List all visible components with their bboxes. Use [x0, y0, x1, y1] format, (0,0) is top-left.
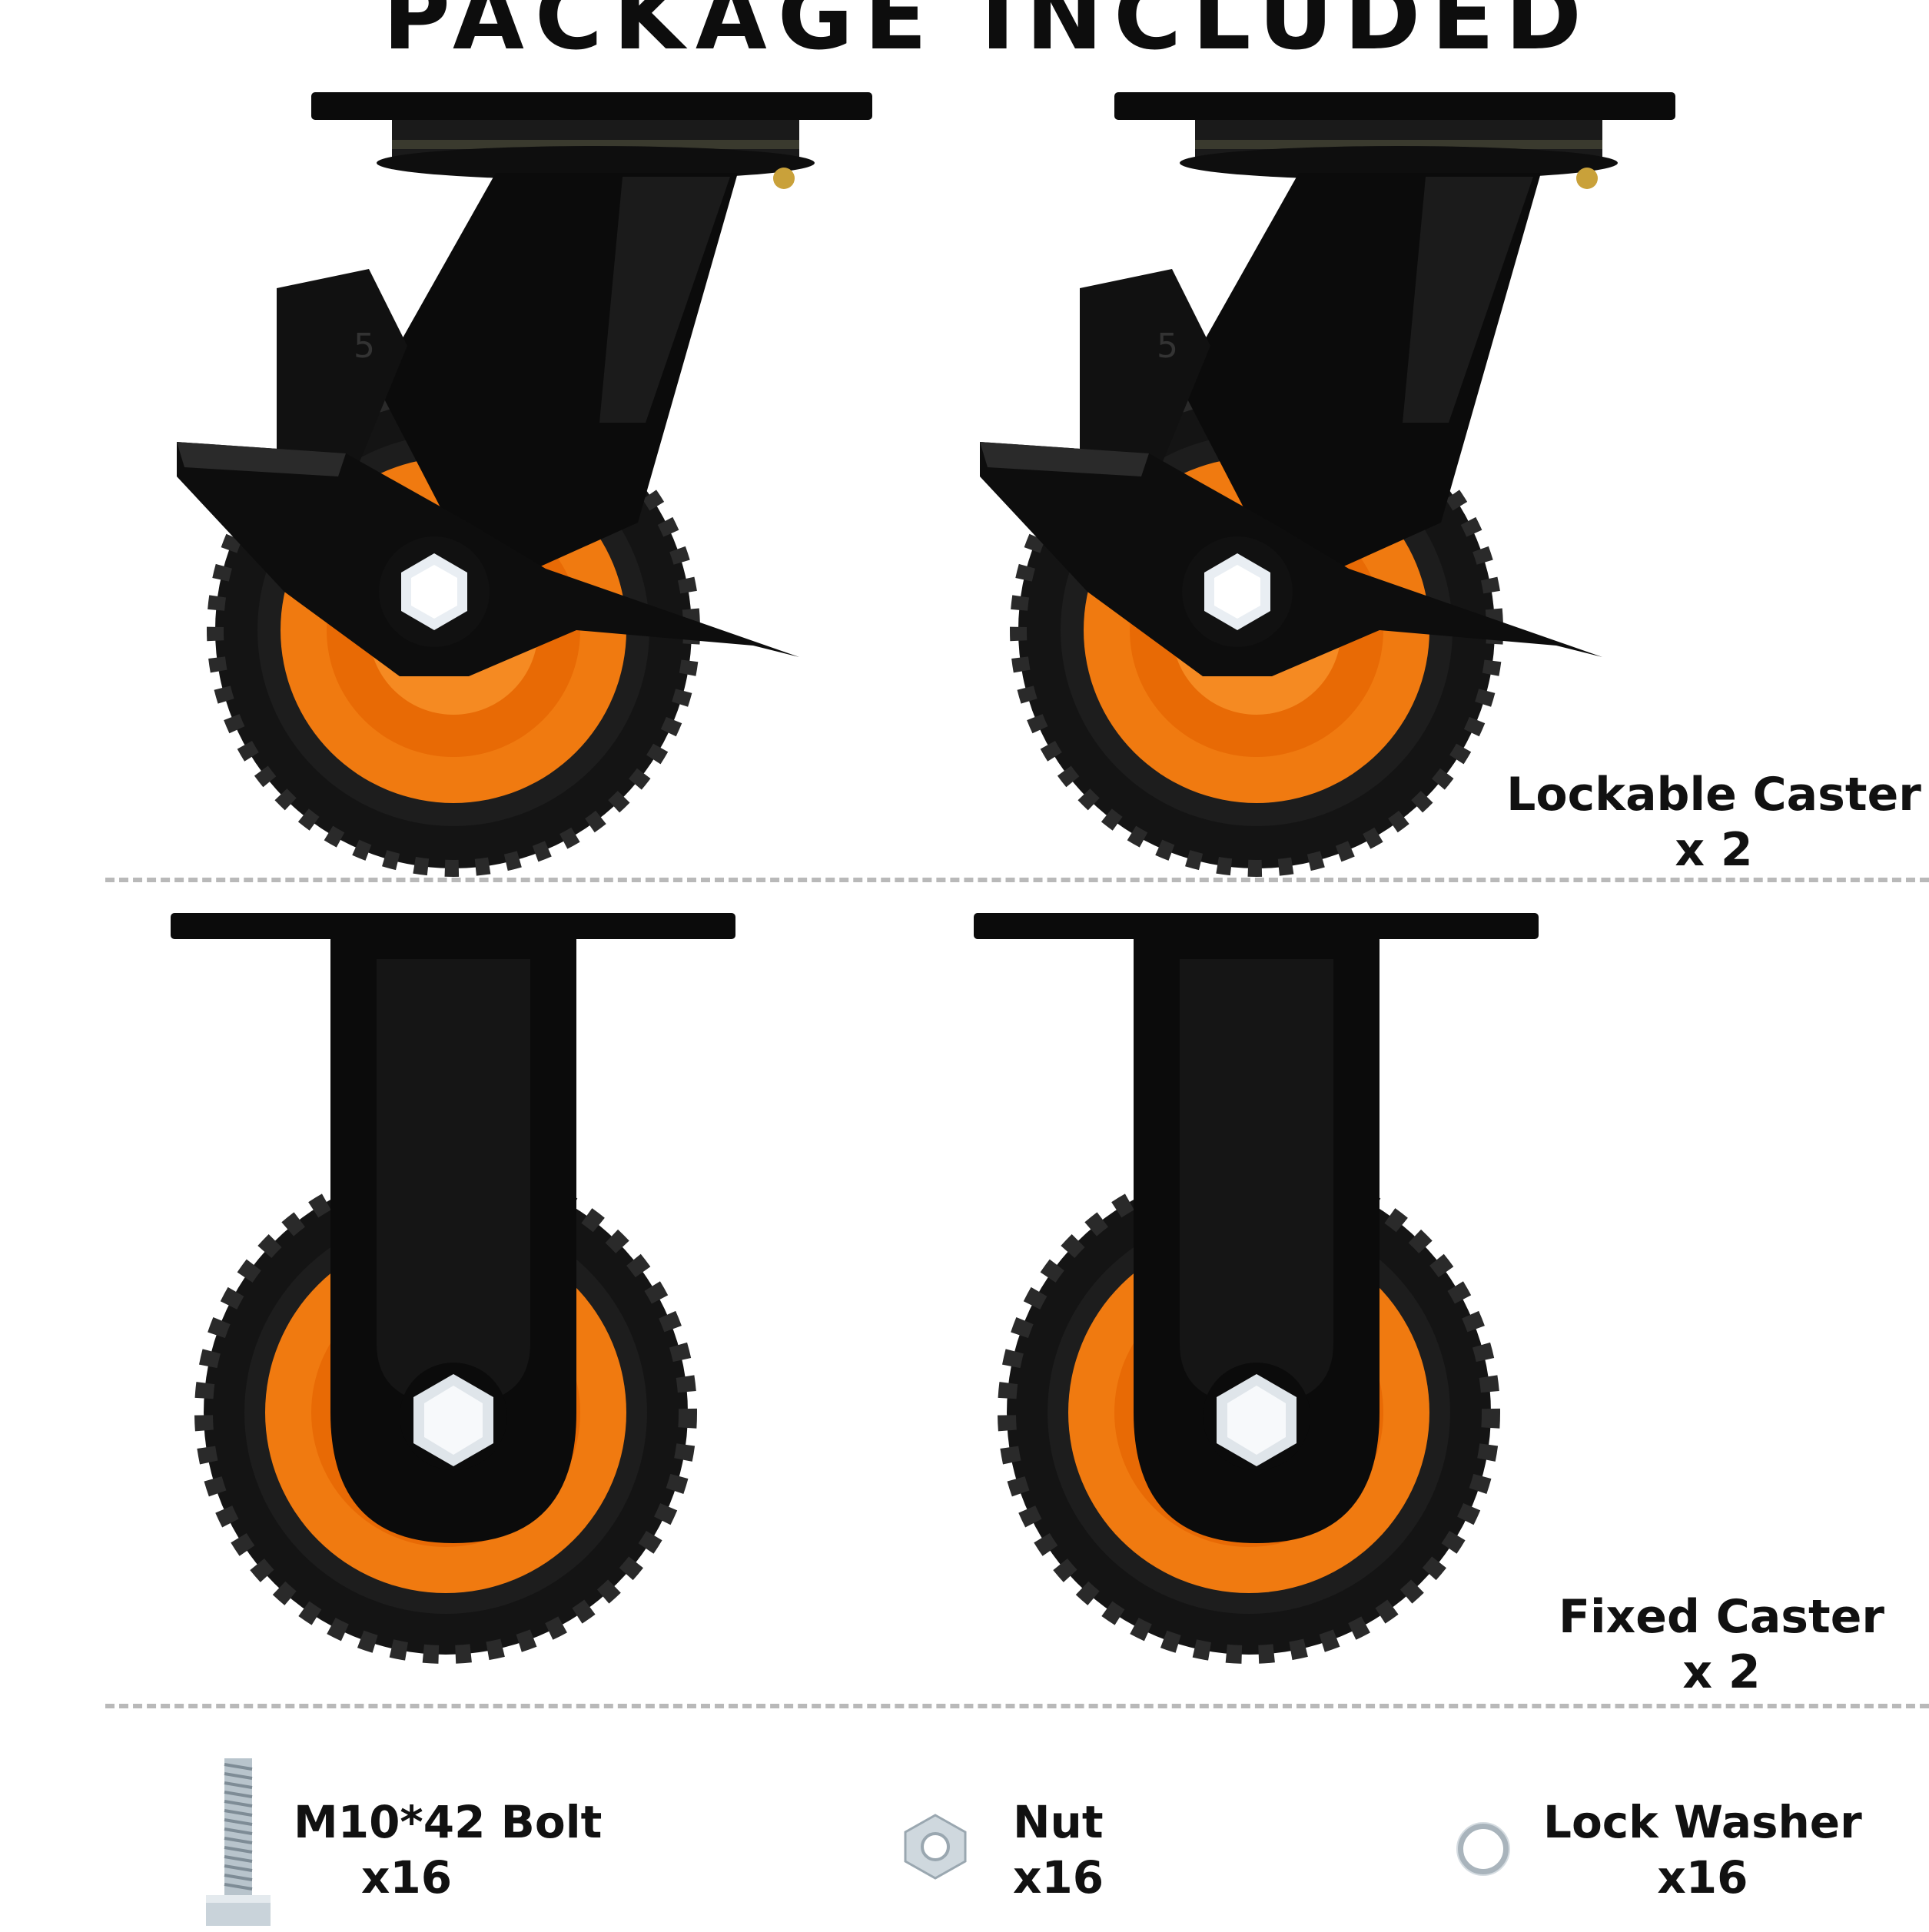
- lockable-caster-name: Lockable Caster: [1506, 768, 1921, 822]
- section-divider: [105, 1704, 1929, 1708]
- fixed-caster-qty: x 2: [1682, 1645, 1761, 1699]
- nut-label: Nut x16: [1013, 1794, 1104, 1905]
- lockable-caster-image-2: 5: [949, 92, 1675, 877]
- hex-nut-icon: [901, 1812, 970, 1884]
- lock-washer-qty: x16: [1657, 1851, 1748, 1904]
- fixed-caster-image-1: [146, 913, 745, 1689]
- fixed-caster-label: Fixed Caster x 2: [1514, 1589, 1929, 1700]
- lock-washer-name: Lock Washer: [1543, 1796, 1862, 1848]
- bolt-label: M10*42 Bolt x16: [294, 1794, 602, 1905]
- section-divider: [105, 878, 1929, 882]
- bolt-name: M10*42 Bolt: [294, 1796, 603, 1848]
- page-title: PACKAGE INCLUDED: [383, 0, 1592, 71]
- lockable-caster-label: Lockable Caster x 2: [1506, 767, 1921, 878]
- lockable-caster-image-1: 5: [146, 92, 872, 877]
- wheel-size-marking: 5: [354, 327, 375, 366]
- fixed-caster-name: Fixed Caster: [1559, 1590, 1884, 1644]
- wheel-size-marking: 5: [1157, 327, 1178, 366]
- nut-qty: x16: [1013, 1851, 1104, 1904]
- lockable-caster-qty: x 2: [1675, 823, 1753, 877]
- nut-name: Nut: [1013, 1796, 1104, 1848]
- lock-washer-label: Lock Washer x16: [1543, 1794, 1862, 1905]
- washer-icon: [1454, 1820, 1512, 1881]
- bolt-icon: [200, 1754, 284, 1932]
- bolt-qty: x16: [361, 1851, 453, 1904]
- fixed-caster-image-2: [949, 913, 1549, 1689]
